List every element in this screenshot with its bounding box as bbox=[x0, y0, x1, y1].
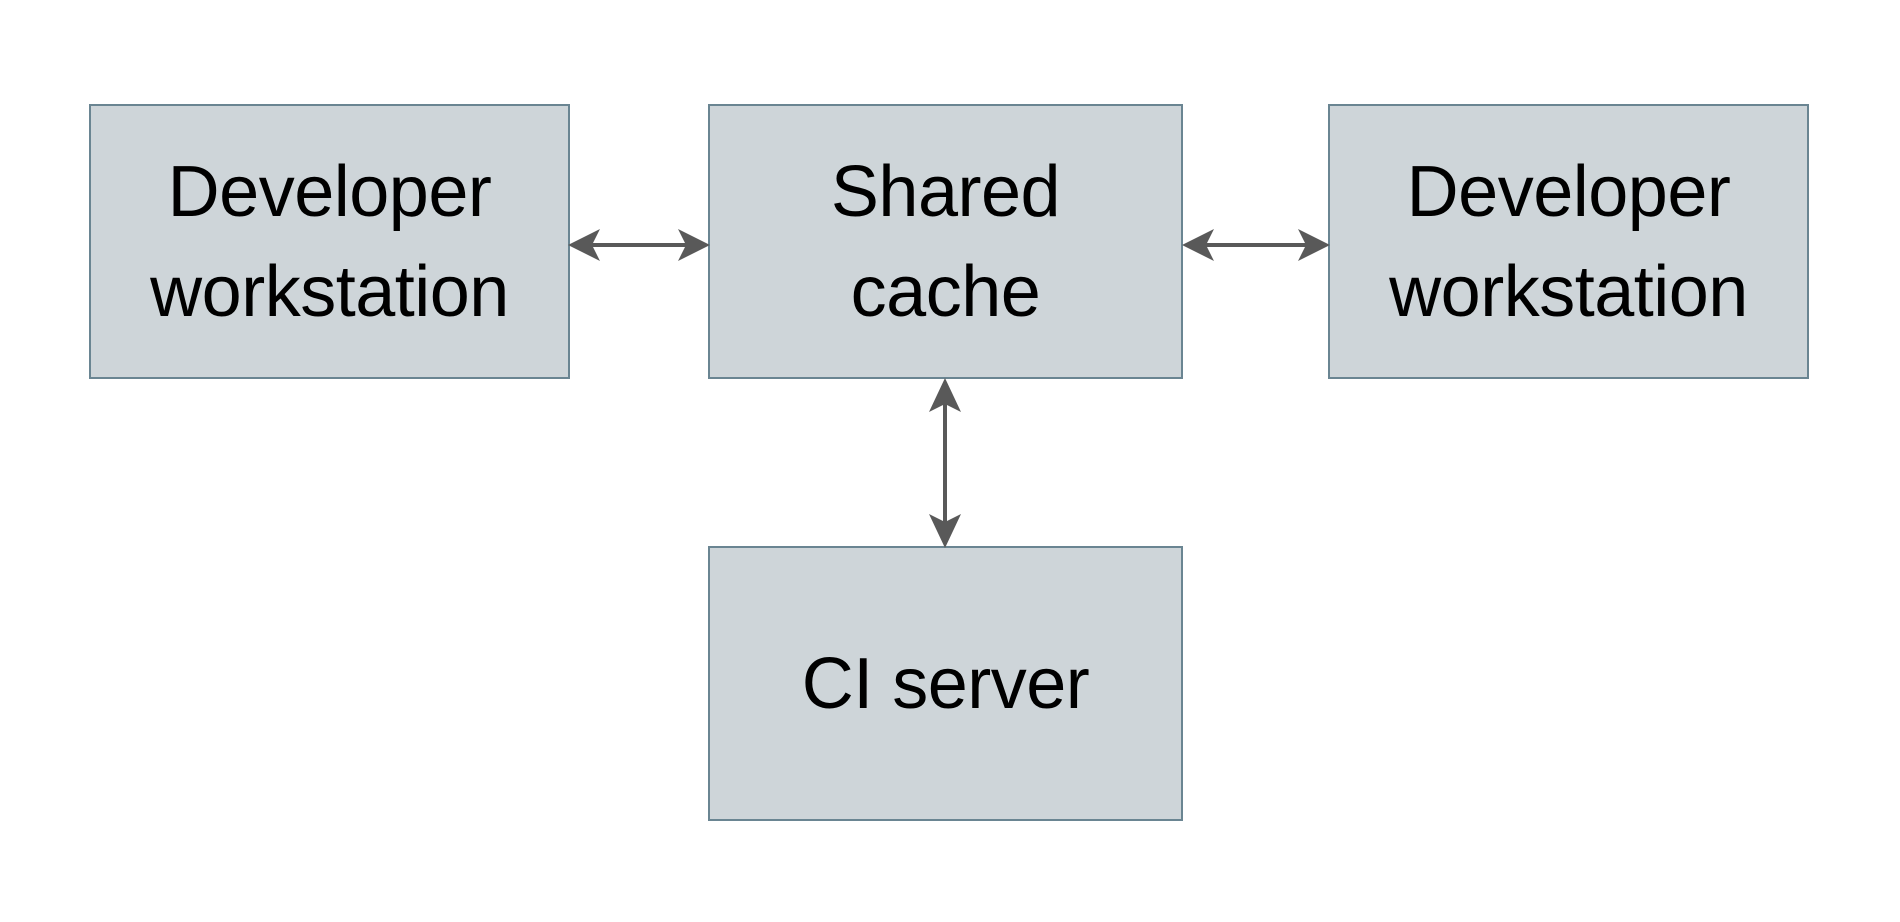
node-label: Developer workstation bbox=[1389, 151, 1748, 332]
node-label: CI server bbox=[801, 643, 1090, 724]
double-arrow-icon bbox=[929, 378, 961, 548]
node-label: Shared cache bbox=[830, 151, 1061, 332]
node-developer-workstation-left[interactable]: Developer workstation bbox=[89, 104, 570, 379]
node-shared-cache[interactable]: Shared cache bbox=[708, 104, 1183, 379]
node-ci-server[interactable]: CI server bbox=[708, 546, 1183, 821]
edge-shared-cache-to-ci-server bbox=[929, 378, 961, 548]
node-label: Developer workstation bbox=[150, 151, 509, 332]
edge-shared-cache-to-right-workstation bbox=[1182, 229, 1330, 261]
node-developer-workstation-right[interactable]: Developer workstation bbox=[1328, 104, 1809, 379]
edge-left-workstation-to-shared-cache bbox=[568, 229, 710, 261]
double-arrow-icon bbox=[1182, 229, 1330, 261]
double-arrow-icon bbox=[568, 229, 710, 261]
